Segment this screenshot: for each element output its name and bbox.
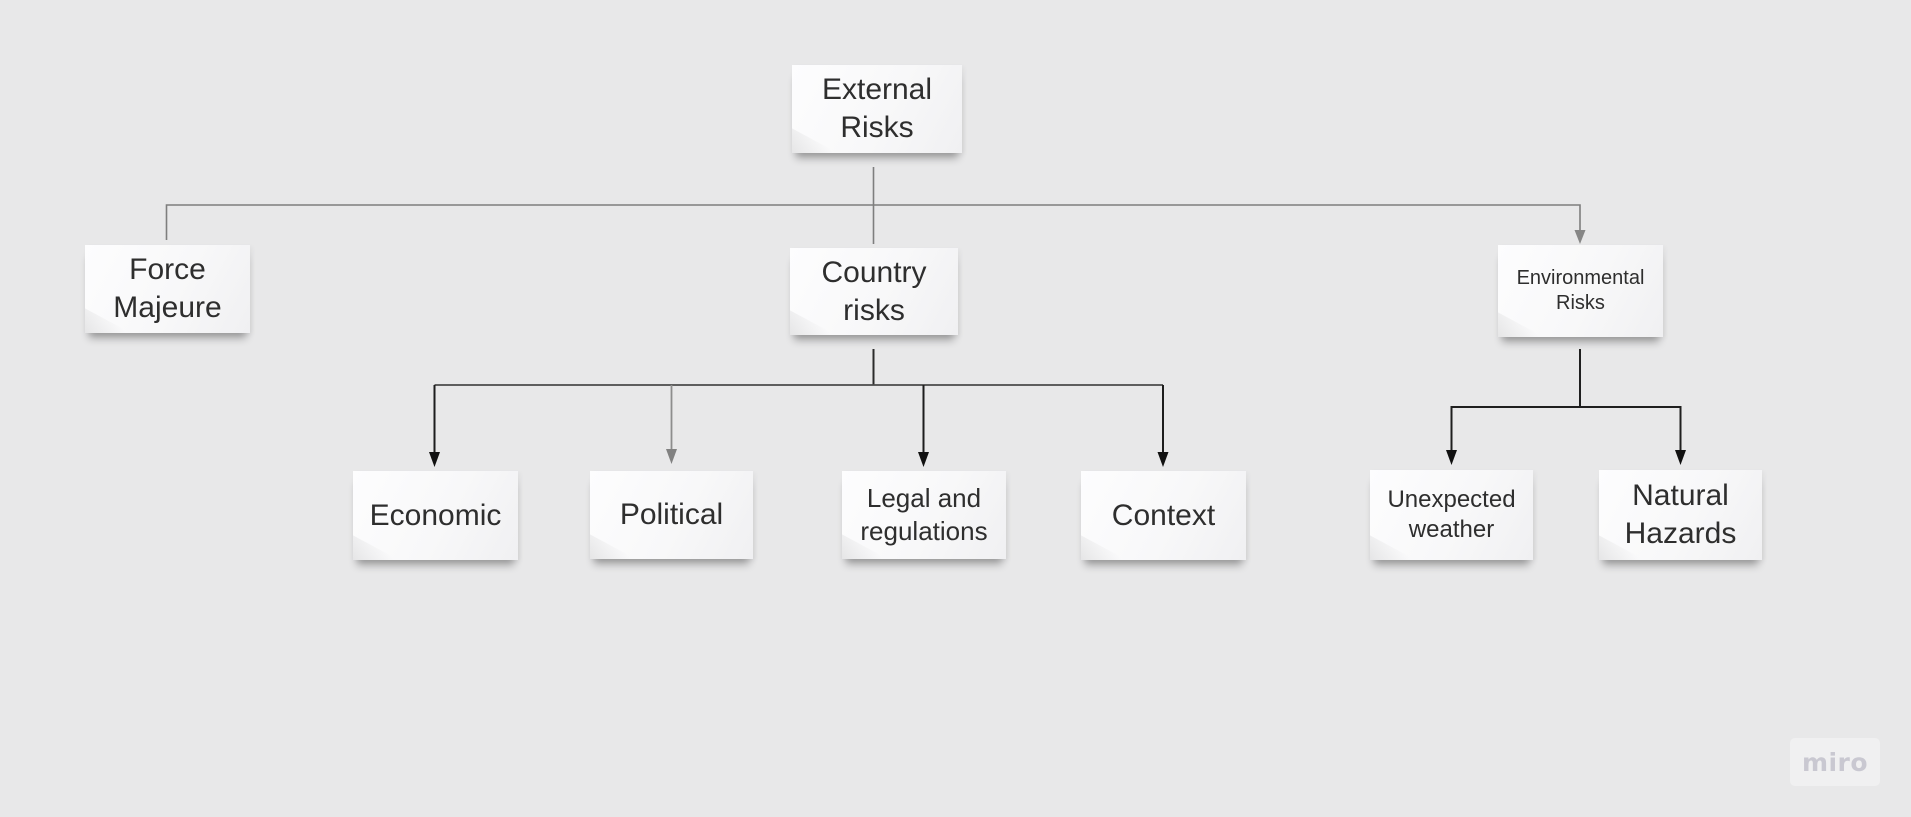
edge-external-trunk-line[interactable] bbox=[165, 204, 1581, 240]
edge-country-economic-arrowhead bbox=[429, 452, 440, 467]
edge-environmental-weather-arrowhead bbox=[1446, 450, 1457, 465]
edge-environmental-natural-arrowhead bbox=[1675, 450, 1686, 465]
sticky-note-label: Context bbox=[1111, 498, 1216, 532]
edge-country-legal-arrowhead bbox=[918, 452, 929, 467]
sticky-note-force-majeure[interactable]: Force Majeure bbox=[85, 245, 250, 333]
sticky-note-label: Force Majeure bbox=[113, 253, 222, 324]
sticky-note-label: Legal and regulations bbox=[860, 483, 988, 546]
sticky-note-natural-hazards[interactable]: Natural Hazards bbox=[1599, 470, 1762, 560]
miro-watermark-badge[interactable]: miro bbox=[1790, 738, 1880, 786]
sticky-note-label: Country risks bbox=[821, 255, 927, 327]
sticky-note-label: Political bbox=[619, 498, 724, 532]
sticky-note-unexpected-weather[interactable]: Unexpected weather bbox=[1370, 470, 1533, 560]
sticky-note-context[interactable]: Context bbox=[1081, 471, 1246, 560]
miro-logo-text: miro bbox=[1801, 747, 1869, 777]
edge-external-environmental-arrowhead bbox=[1574, 230, 1586, 244]
sticky-note-legal-and-regulations[interactable]: Legal and regulations bbox=[842, 471, 1006, 559]
sticky-note-external-risks[interactable]: External Risks bbox=[792, 65, 962, 153]
sticky-note-label: External Risks bbox=[821, 73, 933, 144]
sticky-note-economic[interactable]: Economic bbox=[353, 471, 518, 560]
sticky-note-environmental-risks[interactable]: Environmental Risks bbox=[1498, 245, 1663, 337]
sticky-note-label: Economic bbox=[369, 498, 502, 532]
sticky-note-label: Environmental Risks bbox=[1516, 266, 1645, 314]
edge-country-context-arrowhead bbox=[1157, 452, 1169, 467]
sticky-note-label: Unexpected weather bbox=[1387, 485, 1516, 543]
edge-environmental-branch-line[interactable] bbox=[1450, 406, 1682, 452]
sticky-note-label: Natural Hazards bbox=[1624, 479, 1737, 550]
edge-country-political-arrowhead bbox=[666, 449, 677, 464]
sticky-note-political[interactable]: Political bbox=[590, 471, 753, 559]
sticky-note-country-risks[interactable]: Country risks bbox=[790, 248, 958, 335]
